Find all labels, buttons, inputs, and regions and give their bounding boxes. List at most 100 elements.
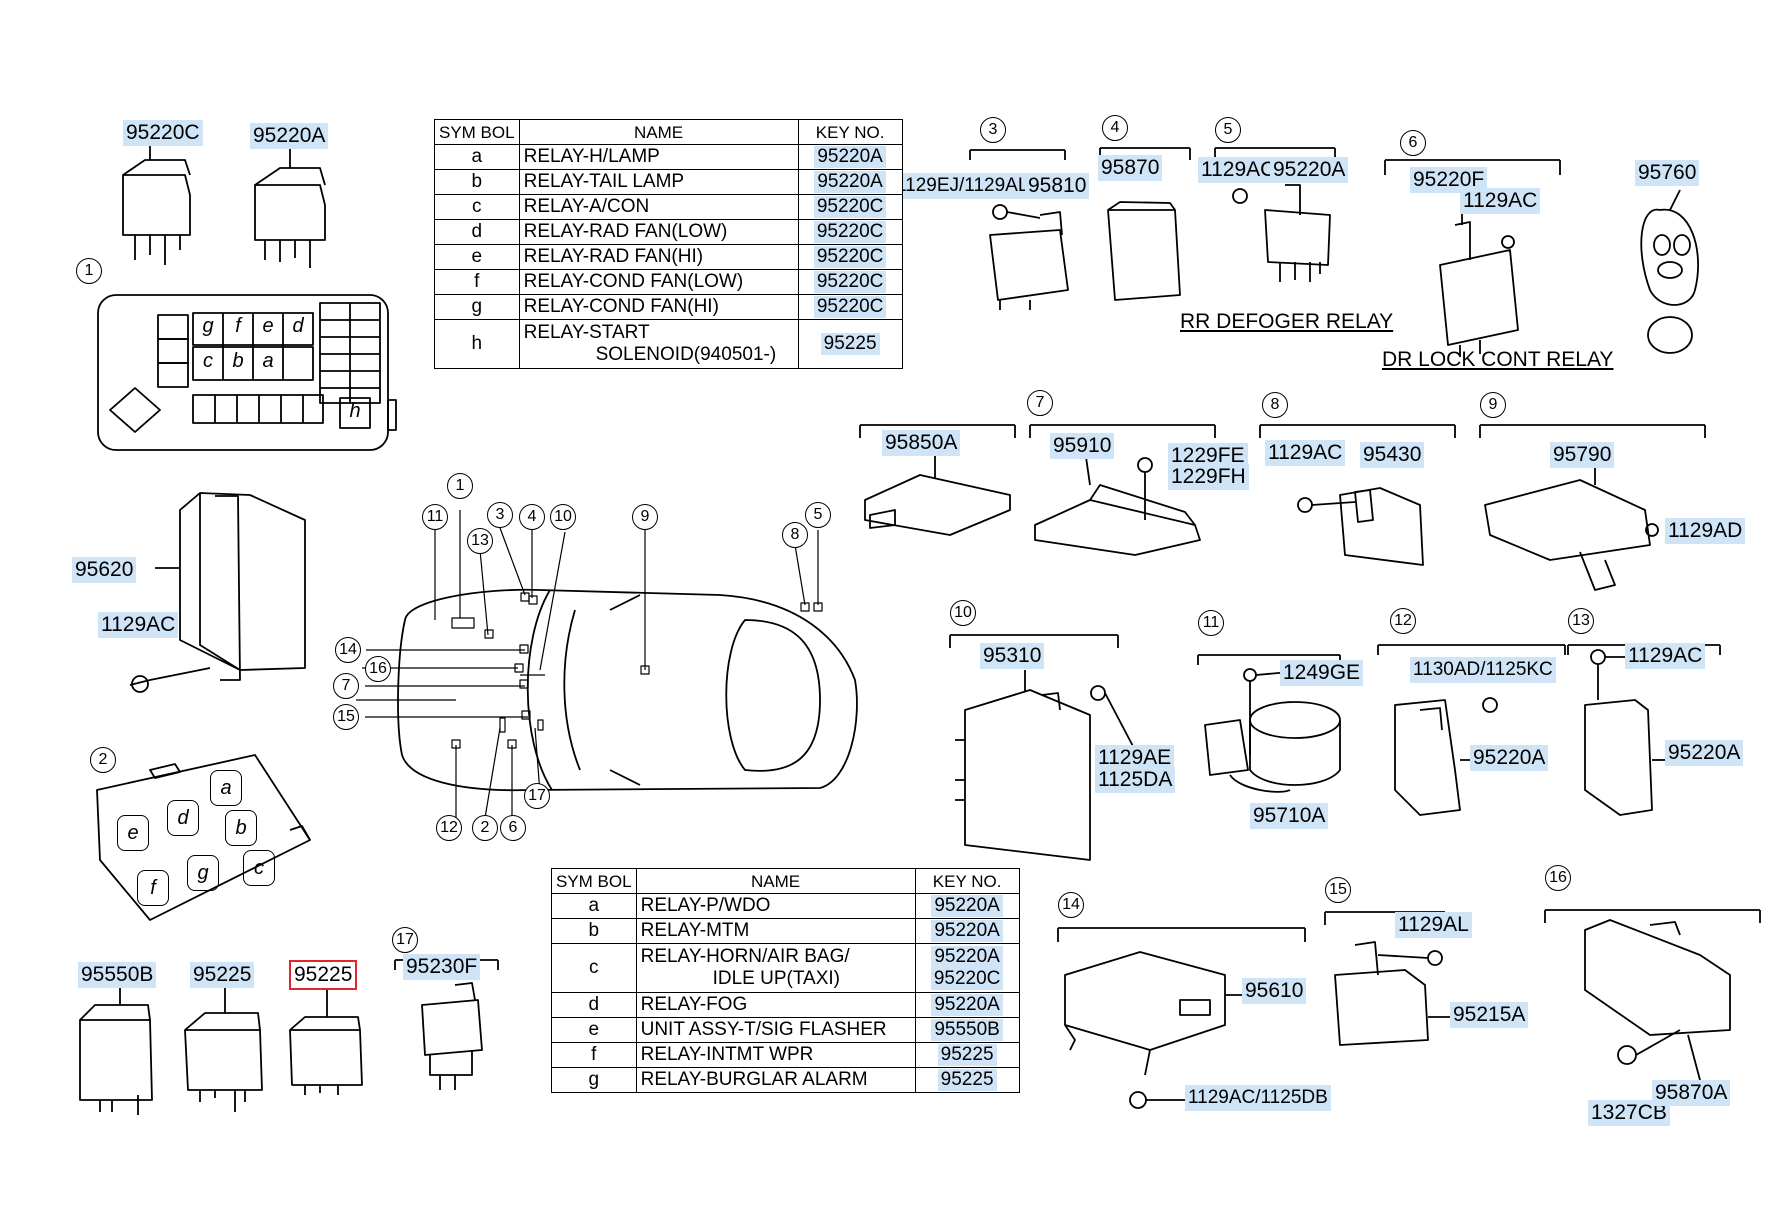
row-key-link[interactable]: 95220C xyxy=(813,296,887,318)
table-top-header-symbol: SYM BOL xyxy=(434,119,520,145)
car-callout-1: 1 xyxy=(447,473,473,499)
part-label-1249GE[interactable]: 1249GE xyxy=(1280,660,1364,686)
callout-7: 7 xyxy=(1027,390,1053,416)
part-label-95870A[interactable]: 95870A xyxy=(1652,1080,1731,1106)
table-top-header-key: KEY NO. xyxy=(797,119,903,145)
part-label-95225-selected[interactable]: 95225 xyxy=(288,960,358,990)
row-key-link[interactable]: 95225 xyxy=(937,1069,997,1091)
part-label-95850A[interactable]: 95850A xyxy=(882,430,961,456)
box2-letter-g: g xyxy=(187,855,219,891)
part-label-95550B[interactable]: 95550B xyxy=(78,962,157,988)
row-key-link[interactable]: 95220A xyxy=(814,171,886,193)
bracket-14 xyxy=(1057,927,1306,1109)
bracket-3 xyxy=(969,149,1069,310)
part-label-95910[interactable]: 95910 xyxy=(1050,433,1115,459)
part-label-95610[interactable]: 95610 xyxy=(1242,978,1307,1004)
relay-95220A-top-drawing xyxy=(254,147,326,268)
relay-box-2-drawing xyxy=(96,754,311,921)
part-label-95220C[interactable]: 95220C xyxy=(123,120,203,146)
part-label-1129AD[interactable]: 1129AD xyxy=(1665,518,1746,544)
part-label-1130AD-1125KC[interactable]: 1130AD/1125KC xyxy=(1410,657,1556,683)
row-symbol: e xyxy=(551,1017,637,1043)
relay-95220C-top-drawing xyxy=(122,140,191,265)
callout-15: 15 xyxy=(1325,877,1351,903)
row-key-link[interactable]: 95225 xyxy=(820,333,880,355)
row-name: RELAY-H/LAMP xyxy=(518,144,799,170)
part-label-95220A[interactable]: 95220A xyxy=(250,123,329,149)
part-label-95215A[interactable]: 95215A xyxy=(1450,1002,1529,1028)
part-label-1129AC-6[interactable]: 1129AC xyxy=(1460,188,1541,214)
callout-5: 5 xyxy=(1215,117,1241,143)
box2-letter-d: d xyxy=(167,800,199,836)
part-label-95810[interactable]: 95810 xyxy=(1025,173,1090,199)
row-key-link-2[interactable]: 95220C xyxy=(930,968,1004,990)
part-label-95230F[interactable]: 95230F xyxy=(403,954,481,980)
row-key-link[interactable]: 95220A xyxy=(931,994,1003,1016)
box1-letter-f: f xyxy=(235,315,241,337)
bracket-13 xyxy=(1567,644,1721,816)
row-key-link[interactable]: 95220C xyxy=(813,246,887,268)
row-key: 95220C xyxy=(797,194,903,220)
row-symbol: b xyxy=(434,169,520,195)
row-key: 95225 xyxy=(914,1042,1020,1068)
row-key-link[interactable]: 95220A xyxy=(931,946,1003,968)
part-label-95225[interactable]: 95225 xyxy=(190,962,255,988)
bracket-5 xyxy=(1214,147,1336,282)
row-key-link[interactable]: 95220A xyxy=(931,920,1003,942)
row-symbol: g xyxy=(551,1067,637,1093)
part-label-1129AC-13[interactable]: 1129AC xyxy=(1625,643,1706,669)
row-key-link[interactable]: 95550B xyxy=(931,1019,1003,1041)
part-label-95790[interactable]: 95790 xyxy=(1550,442,1615,468)
row-name: RELAY-A/CON xyxy=(518,194,799,220)
car-leader-lines xyxy=(356,510,823,819)
row-name: RELAY-P/WDO xyxy=(635,893,916,919)
part-label-95710A[interactable]: 95710A xyxy=(1250,803,1329,829)
row-key-link[interactable]: 95225 xyxy=(937,1044,997,1066)
part-label-95620[interactable]: 95620 xyxy=(72,557,137,583)
row-key-link[interactable]: 95220A xyxy=(814,146,886,168)
callout-17-box: 17 xyxy=(392,927,418,953)
caption-dr-lock-cont-relay: DR LOCK CONT RELAY xyxy=(1382,348,1614,371)
part-label-95430[interactable]: 95430 xyxy=(1360,442,1425,468)
row-key: 95220A xyxy=(914,893,1020,919)
row-key-link[interactable]: 95220C xyxy=(813,196,887,218)
row-key-link[interactable]: 95220C xyxy=(813,271,887,293)
part-label-1129AC-5[interactable]: 1129AC xyxy=(1198,157,1279,183)
part-label-95220A-5[interactable]: 95220A xyxy=(1270,157,1349,183)
car-callout-8: 8 xyxy=(782,522,808,548)
part-label-95870[interactable]: 95870 xyxy=(1098,155,1163,181)
relay-95225-a-drawing xyxy=(184,985,263,1112)
part-label-1129AC[interactable]: 1129AC xyxy=(98,612,179,638)
part-label-1125DA[interactable]: 1125DA xyxy=(1095,767,1176,793)
box2-letter-e: e xyxy=(117,815,149,851)
row-key-link[interactable]: 95220C xyxy=(813,221,887,243)
row-symbol: h xyxy=(434,319,520,369)
part-label-1129AE[interactable]: 1129AE xyxy=(1095,745,1175,771)
part-label-95220A-13[interactable]: 95220A xyxy=(1665,740,1744,766)
row-key: 95225 xyxy=(797,319,903,369)
car-callout-2: 2 xyxy=(472,815,498,841)
part-label-1129AC-1125DB[interactable]: 1129AC/1125DB xyxy=(1185,1085,1331,1111)
callout-2-box: 2 xyxy=(90,747,116,773)
row-key-link[interactable]: 95220A xyxy=(931,895,1003,917)
row-key: 95220C xyxy=(797,294,903,320)
part-label-95220A-12[interactable]: 95220A xyxy=(1470,745,1549,771)
part-label-1129EJ-1129AL[interactable]: 1129EJ/1129AL xyxy=(893,173,1032,199)
part-label-1129AC-8[interactable]: 1129AC xyxy=(1265,440,1346,466)
part-label-1129AL[interactable]: 1129AL xyxy=(1395,912,1472,938)
row-symbol: c xyxy=(551,943,637,993)
part-label-1229FH[interactable]: 1229FH xyxy=(1168,464,1249,490)
part-label-95310[interactable]: 95310 xyxy=(980,643,1045,669)
part-label-95760[interactable]: 95760 xyxy=(1635,160,1700,186)
